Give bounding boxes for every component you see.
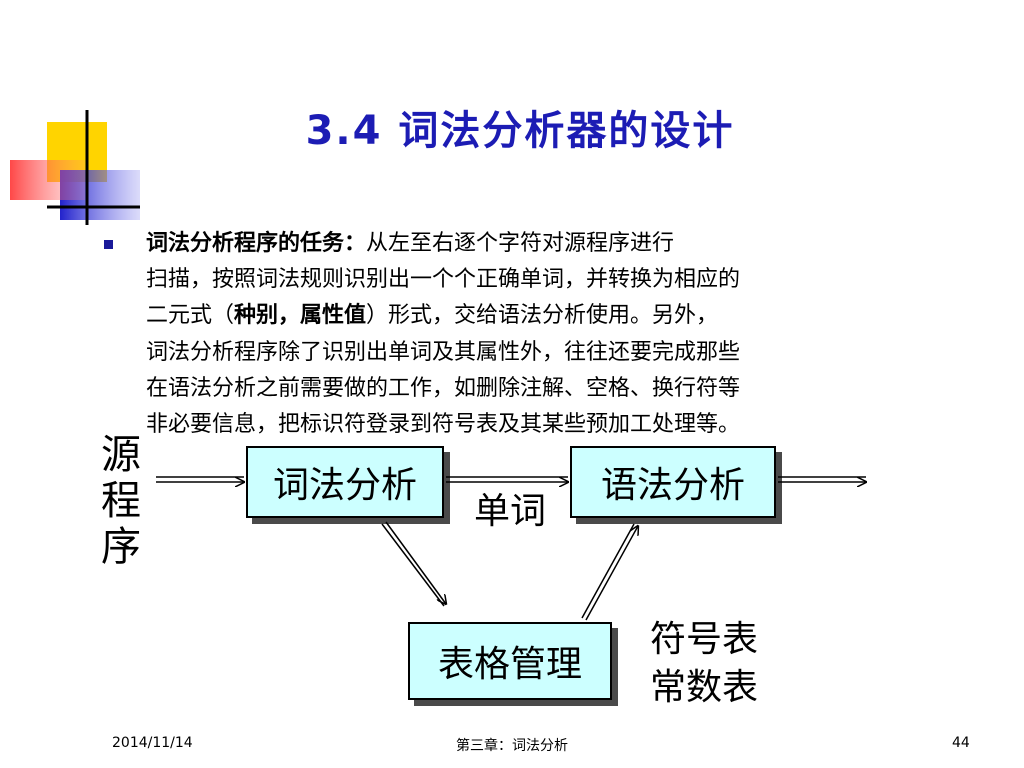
lexer-box: 词法分析 — [246, 446, 444, 518]
bullet-line-4: 词法分析程序除了识别出单词及其属性外，往往还要完成那些 — [146, 339, 741, 365]
bullet-line-5: 在语法分析之前需要做的工作，如删除注解、空格、换行符等 — [146, 375, 741, 401]
footer-chapter: 第三章：词法分析 — [456, 738, 568, 754]
slide-title: 3.4 词法分析器的设计 — [305, 108, 735, 154]
corner-decoration — [10, 110, 140, 225]
footer-date: 2014/11/14 — [112, 735, 193, 751]
source-program-label: 源 程 序 — [96, 432, 146, 570]
footer-page-number: 44 — [952, 735, 970, 751]
bullet-line-1-rest: 从左至右逐个字符对源程序进行 — [366, 231, 675, 256]
table-management-box: 表格管理 — [408, 622, 612, 700]
arrow-table-to-parser — [581, 523, 638, 621]
bullet-line-6: 非必要信息，把标识符登录到符号表及其某些预加工处理等。 — [146, 412, 741, 438]
source-char-1: 源 — [101, 432, 141, 478]
bullet-line-3: 二元式（种别，属性值）形式，交给语法分析使用。另外， — [146, 298, 918, 334]
bullet-line-2: 扫描，按照词法规则识别出一个个正确单词，并转换为相应的 — [146, 267, 741, 293]
arrow-parser-output — [778, 476, 866, 482]
bullet-line-3-pre: 二元式（ — [146, 303, 235, 329]
tables-label: 符号表 常数表 — [650, 616, 800, 712]
source-char-2: 程 — [101, 478, 141, 524]
bullet-lead: 词法分析程序的任务： — [146, 231, 367, 256]
bullet-line-1: 词法分析程序的任务：从左至右逐个字符对源程序进行 — [146, 226, 918, 262]
word-label: 单词 — [474, 491, 547, 532]
constant-table-label: 常数表 — [650, 667, 759, 708]
source-char-3: 序 — [101, 524, 141, 570]
bullet-line-3-bold: 种别，属性值 — [234, 303, 367, 329]
parser-box: 语法分析 — [570, 446, 776, 518]
arrow-source-to-lexer — [156, 476, 244, 482]
symbol-table-label: 符号表 — [650, 619, 759, 660]
bullet-paragraph: 词法分析程序的任务：从左至右逐个字符对源程序进行 扫描，按照词法规则识别出一个个… — [146, 226, 918, 443]
bullet-line-3-post: ）形式，交给语法分析使用。另外， — [366, 303, 719, 329]
square-bullet-icon — [104, 240, 113, 249]
arrow-lexer-to-table — [381, 521, 446, 607]
